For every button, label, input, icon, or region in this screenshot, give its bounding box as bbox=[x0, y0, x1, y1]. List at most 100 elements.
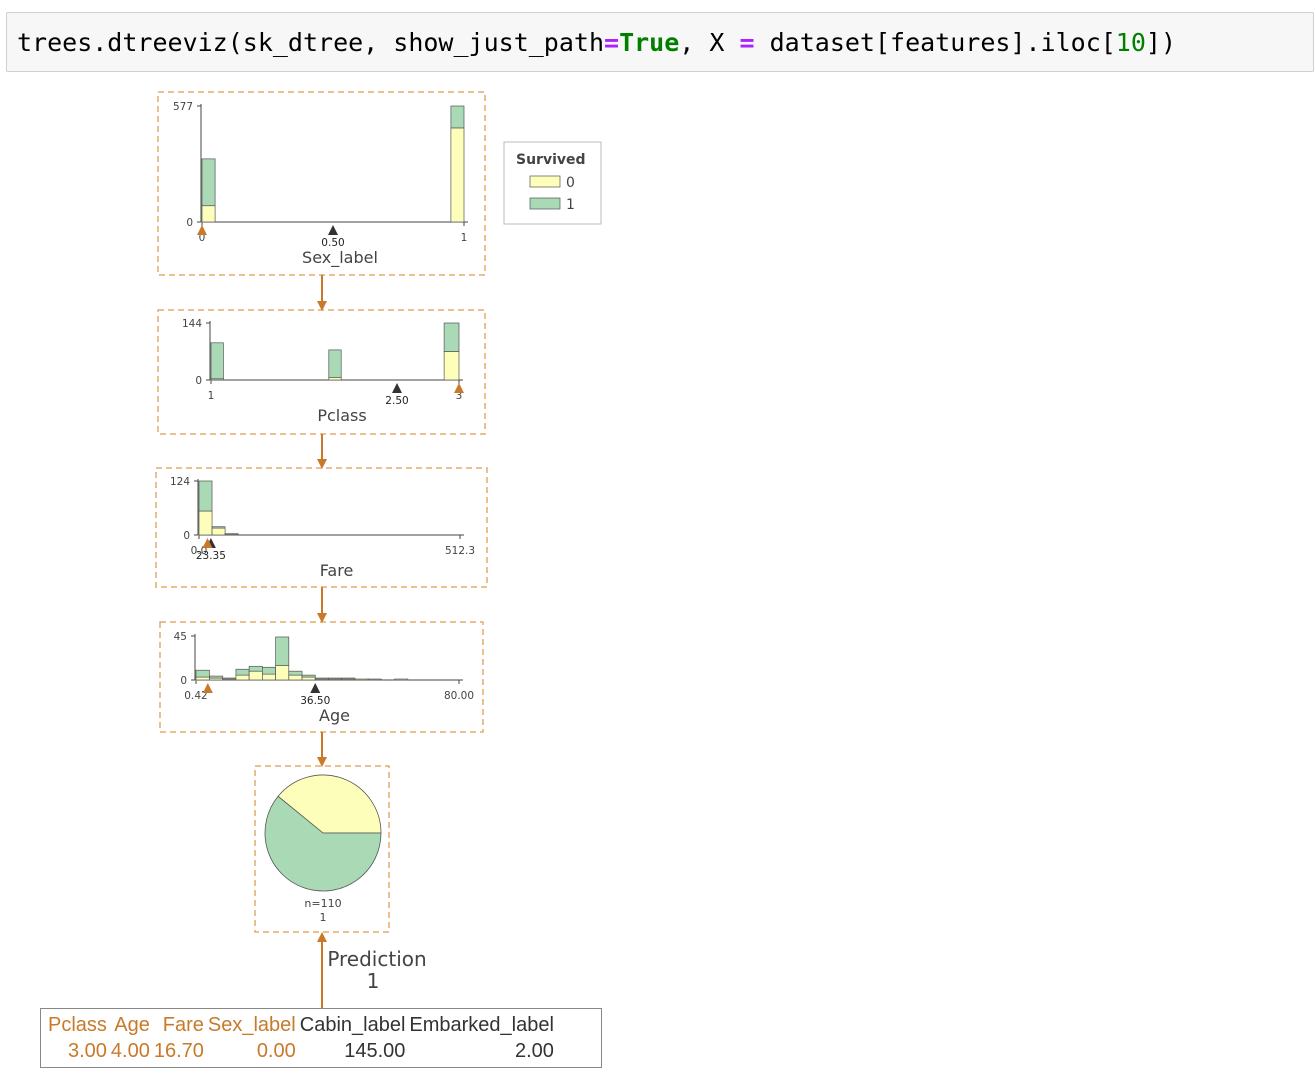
code-number: 10 bbox=[1115, 28, 1146, 57]
edge-arrowhead bbox=[317, 459, 327, 469]
split-marker bbox=[310, 683, 321, 693]
legend-swatch-class-1 bbox=[529, 197, 561, 210]
histogram-bar-class-0 bbox=[450, 127, 465, 223]
histogram-bar-class-1 bbox=[262, 666, 276, 675]
y-tick-label: 577 bbox=[173, 101, 193, 113]
instance-header-cabin-label: Cabin_label bbox=[299, 1014, 406, 1036]
histogram-bar-class-0 bbox=[201, 205, 216, 223]
histogram-bar-class-1 bbox=[248, 665, 263, 672]
split-value-label: 23.35 bbox=[196, 550, 226, 562]
histogram-bar-class-1 bbox=[314, 677, 329, 680]
instance-value-embarked-label: 2.00 bbox=[514, 1040, 554, 1062]
instance-value-marker bbox=[202, 538, 213, 548]
code-arg: dataset[features].iloc[ bbox=[754, 28, 1116, 57]
code-line[interactable]: trees.dtreeviz(sk_dtree, show_just_path=… bbox=[17, 27, 1176, 59]
histogram-bar-class-1 bbox=[235, 668, 250, 676]
instance-value-marker bbox=[197, 225, 207, 235]
x-tick-label: 0.42 bbox=[184, 690, 207, 702]
histogram-bar-class-0 bbox=[195, 676, 210, 681]
y-tick-label: 0 bbox=[195, 375, 202, 387]
histogram-bar-class-1 bbox=[222, 677, 237, 680]
prediction-title: Prediction bbox=[327, 947, 426, 971]
histogram-bar-class-1 bbox=[328, 677, 343, 680]
legend-label-class-0: 0 bbox=[566, 175, 575, 191]
instance-value-age: 4.00 bbox=[110, 1040, 150, 1062]
instance-value-row: 3.00 4.00 16.70 0.00 145.00 2.00 bbox=[46, 1038, 556, 1064]
y-tick-label: 0 bbox=[180, 675, 187, 687]
instance-table: Pclass Age Fare Sex_label Cabin_label Em… bbox=[40, 1008, 602, 1068]
x-tick-label: 80.00 bbox=[444, 690, 474, 702]
edge-arrowhead bbox=[317, 932, 327, 942]
path-edges bbox=[317, 275, 327, 1008]
feature-label: Sex_label bbox=[302, 248, 378, 268]
code-keyword: True bbox=[619, 28, 680, 57]
code-cell[interactable]: trees.dtreeviz(sk_dtree, show_just_path=… bbox=[6, 12, 1314, 72]
feature-label: Pclass bbox=[317, 406, 366, 425]
histogram-bar-class-0 bbox=[275, 664, 290, 681]
histogram-bar-class-1 bbox=[198, 480, 213, 512]
x-tick-label: 0 bbox=[199, 232, 206, 244]
code-func: trees.dtreeviz(sk_dtree, show_just_path bbox=[17, 28, 604, 57]
histogram-bar-class-0 bbox=[301, 676, 316, 681]
instance-value-fare: 16.70 bbox=[153, 1040, 204, 1062]
x-tick-label: 3 bbox=[456, 390, 463, 402]
histogram-bar-class-1 bbox=[443, 322, 460, 352]
histogram-bar-class-1 bbox=[195, 669, 210, 678]
histogram-bar-class-1 bbox=[367, 678, 382, 681]
y-tick-label: 45 bbox=[174, 631, 187, 643]
instance-header-embarked-label: Embarked_label bbox=[409, 1014, 554, 1036]
histogram-bar-class-1 bbox=[209, 675, 224, 679]
code-end: ]) bbox=[1145, 28, 1177, 57]
feature-label: Age bbox=[319, 706, 350, 725]
instance-header-fare: Fare bbox=[162, 1014, 204, 1036]
histogram-bar-class-1 bbox=[450, 105, 465, 129]
feature-label: Fare bbox=[320, 561, 354, 580]
histogram-bar-class-0 bbox=[248, 670, 263, 681]
instance-value-pclass: 3.00 bbox=[67, 1040, 107, 1062]
histogram-bar-class-0 bbox=[288, 674, 303, 681]
instance-header-age: Age bbox=[114, 1014, 150, 1036]
histogram-bar-class-1 bbox=[210, 342, 224, 380]
instance-value-marker bbox=[202, 683, 213, 693]
x-tick-label: 1 bbox=[208, 390, 215, 402]
prediction-value: 1 bbox=[367, 969, 380, 993]
y-tick-label: 0 bbox=[186, 217, 193, 229]
histogram-bar-class-1 bbox=[275, 636, 290, 666]
legend-label-class-1: 1 bbox=[566, 197, 575, 213]
code-arg: , X bbox=[679, 28, 740, 57]
histogram-bar-class-1 bbox=[301, 674, 316, 678]
histogram-bar-class-0 bbox=[354, 678, 369, 681]
histogram-bar-class-1 bbox=[288, 670, 303, 676]
instance-value-marker bbox=[454, 383, 464, 393]
histogram-bar-class-0 bbox=[394, 678, 409, 681]
code-operator: = bbox=[604, 28, 620, 57]
histogram-bar-class-0 bbox=[235, 674, 250, 681]
edge-arrowhead bbox=[317, 301, 327, 311]
split-marker bbox=[392, 383, 402, 393]
instance-value-cabin-label: 145.00 bbox=[344, 1040, 406, 1062]
legend-swatch-class-0 bbox=[529, 175, 561, 188]
code-operator: = bbox=[739, 28, 755, 57]
legend-title: Survived bbox=[516, 152, 586, 168]
histogram-bar-class-0 bbox=[211, 527, 226, 536]
instance-value-sex-label: 0.00 bbox=[256, 1040, 296, 1062]
y-tick-label: 144 bbox=[182, 318, 202, 330]
histogram-bar-class-1 bbox=[201, 158, 216, 207]
split-value-label: 2.50 bbox=[385, 395, 408, 407]
split-marker bbox=[328, 225, 338, 235]
split-value-label: 36.50 bbox=[300, 695, 330, 707]
x-tick-label: 1 bbox=[461, 232, 468, 244]
y-tick-label: 124 bbox=[170, 476, 190, 488]
edge-arrowhead bbox=[317, 757, 327, 767]
instance-header-pclass: Pclass bbox=[48, 1014, 107, 1036]
split-value-label: 0.50 bbox=[321, 237, 344, 249]
instance-header-sex-label: Sex_label bbox=[207, 1014, 296, 1036]
instance-header-row: Pclass Age Fare Sex_label Cabin_label Em… bbox=[46, 1012, 556, 1038]
histogram-bar-class-0 bbox=[328, 377, 342, 381]
